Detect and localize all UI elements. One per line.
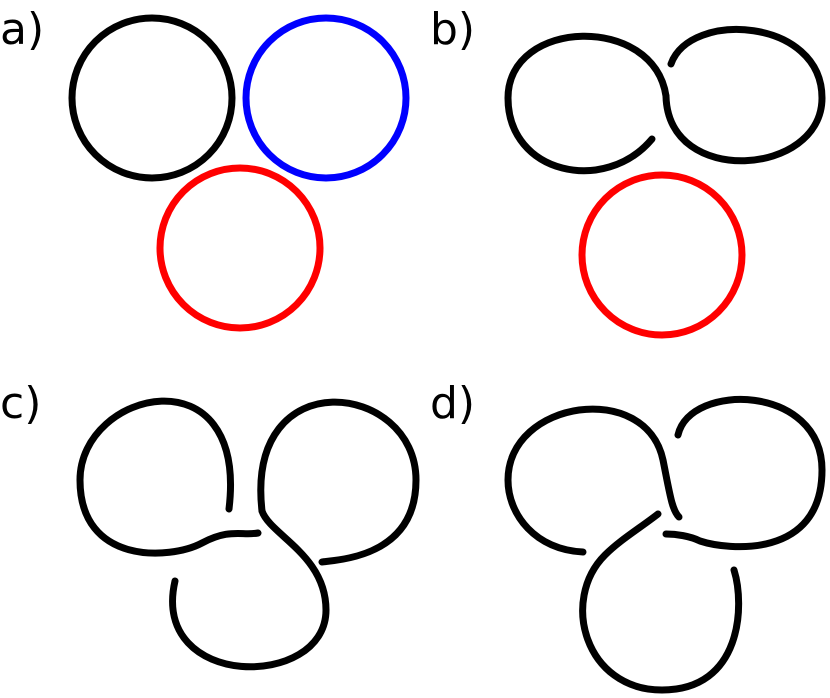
panel-d: d) — [430, 378, 826, 694]
panel-b-black-knot-right-strand — [662, 26, 826, 165]
panel-c-knot-bottom-lobe — [169, 507, 330, 671]
panel-a-blue-loop — [242, 14, 410, 182]
panel-c-knot-right-lobe — [257, 398, 420, 566]
panel-b-label: b) — [430, 4, 475, 55]
panel-b-red-loop — [578, 171, 746, 339]
panel-d-knot-left-lobe — [504, 405, 683, 556]
panel-a-red-loop — [156, 164, 324, 332]
panel-a-label: a) — [0, 4, 44, 55]
panel-c: c) — [0, 378, 420, 671]
panel-b: b) — [430, 4, 826, 339]
panel-d-label: d) — [430, 378, 475, 429]
panel-d-knot-bottom-lobe — [579, 510, 743, 694]
panel-a: a) — [0, 4, 410, 332]
panel-a-black-loop — [68, 14, 236, 182]
panel-d-knot-right-lobe — [662, 396, 826, 551]
panel-c-knot-left-lobe — [76, 397, 262, 557]
panel-c-label: c) — [0, 378, 41, 429]
panel-b-black-knot-left-strand — [504, 32, 670, 175]
